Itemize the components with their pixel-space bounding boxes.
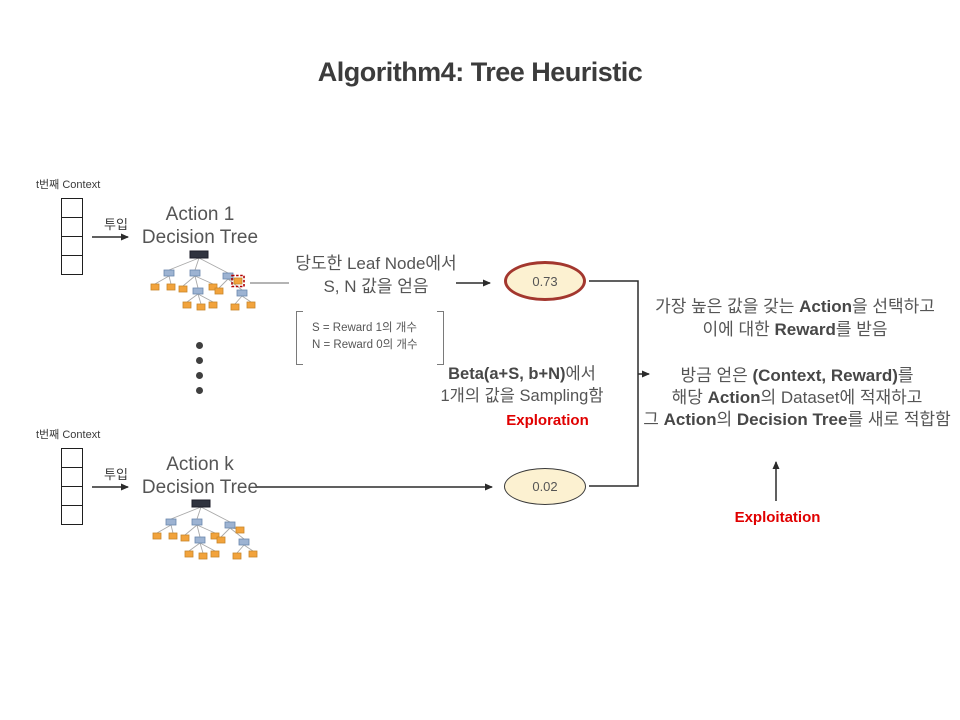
dot bbox=[196, 372, 203, 379]
dot bbox=[196, 342, 203, 349]
action1-title-line2: Decision Tree bbox=[141, 227, 259, 248]
input-label-top: 투입 bbox=[104, 217, 128, 232]
actionk-title-line1: Action k bbox=[166, 454, 234, 475]
context-vector-cell bbox=[61, 505, 83, 525]
decision-tree-1-diagram bbox=[150, 250, 256, 311]
dot bbox=[196, 387, 203, 394]
decision-tree-k-diagram bbox=[152, 499, 258, 560]
vertical-ellipsis bbox=[196, 342, 203, 394]
reached-leaf-highlight bbox=[231, 274, 245, 288]
context-vector-cell bbox=[61, 448, 83, 468]
exploration-label: Exploration bbox=[506, 412, 589, 429]
update-dataset-line2: 해당 Action의 Dataset에 적재하고 bbox=[671, 388, 923, 407]
context-vector-cell bbox=[61, 217, 83, 237]
sample-value-1: 0.73 bbox=[532, 273, 558, 289]
context-vector-cell bbox=[61, 255, 83, 275]
beta-sampling-text: Beta(a+S, b+N)에서 1개의 값을 Sampling함 bbox=[417, 363, 627, 407]
context-vector-cell bbox=[61, 236, 83, 256]
actionk-title: Action k Decision Tree bbox=[120, 453, 280, 499]
left-bracket bbox=[296, 311, 303, 365]
action1-title-line1: Action 1 bbox=[165, 204, 235, 225]
leaf-node-text-line1: 당도한 Leaf Node에서 bbox=[295, 254, 457, 273]
exploitation-label: Exploitation bbox=[734, 509, 821, 526]
right-bracket bbox=[437, 311, 444, 365]
page-title: Algorithm4: Tree Heuristic bbox=[317, 57, 643, 87]
actionk-title-line2: Decision Tree bbox=[141, 477, 259, 498]
update-dataset-line1: 방금 얻은 (Context, Reward)를 bbox=[680, 366, 914, 385]
select-action-line1: 가장 높은 값을 갖는 Action을 선택하고 bbox=[655, 297, 935, 316]
reward-count-note: S = Reward 1의 개수 N = Reward 0의 개수 bbox=[296, 311, 444, 365]
sample-value-2: 0.02 bbox=[532, 479, 558, 494]
leaf-node-text-line2: S, N 값을 얻음 bbox=[323, 277, 429, 296]
context-vector-top bbox=[61, 198, 83, 275]
action1-title: Action 1 Decision Tree bbox=[120, 203, 280, 249]
input-label-bottom: 투입 bbox=[104, 467, 128, 482]
update-dataset-line3: 그 Action의 Decision Tree를 새로 적합함 bbox=[643, 410, 951, 429]
select-action-line2: 이에 대한 Reward를 받음 bbox=[702, 320, 888, 339]
sample-value-ellipse-1: 0.73 bbox=[504, 261, 586, 301]
select-action-text: 가장 높은 값을 갖는 Action을 선택하고 이에 대한 Reward를 받… bbox=[645, 295, 945, 341]
context-vector-cell bbox=[61, 486, 83, 506]
beta-line2: 1개의 값을 Sampling함 bbox=[440, 387, 604, 405]
beta-line1: Beta(a+S, b+N)에서 bbox=[448, 365, 596, 383]
leaf-node-text: 당도한 Leaf Node에서 S, N 값을 얻음 bbox=[270, 252, 482, 298]
dot bbox=[196, 357, 203, 364]
sample-value-ellipse-2: 0.02 bbox=[504, 468, 586, 505]
update-dataset-text: 방금 얻은 (Context, Reward)를 해당 Action의 Data… bbox=[637, 365, 957, 431]
context-vector-cell bbox=[61, 198, 83, 218]
context-vector-bottom bbox=[61, 448, 83, 525]
context-vector-cell bbox=[61, 467, 83, 487]
note-line2: N = Reward 0의 개수 bbox=[312, 339, 418, 351]
context-label-top: t번째 Context bbox=[36, 179, 101, 191]
note-line1: S = Reward 1의 개수 bbox=[312, 322, 417, 334]
context-label-bottom: t번째 Context bbox=[36, 429, 101, 441]
